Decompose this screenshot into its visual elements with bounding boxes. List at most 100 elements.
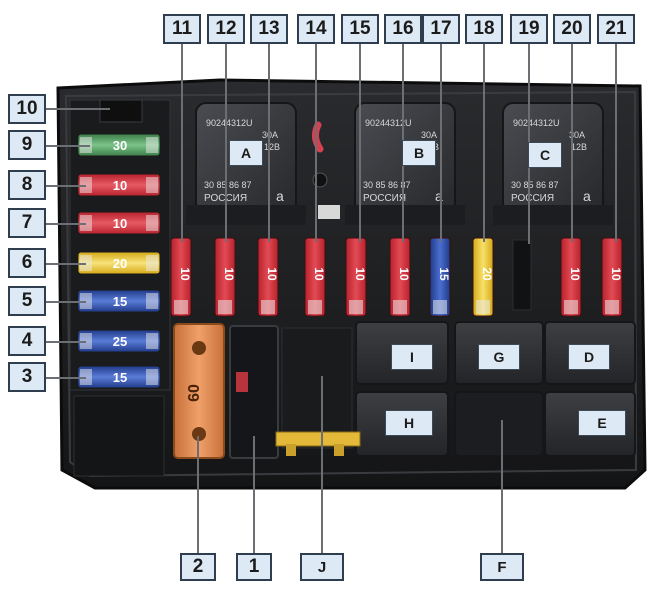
label-15: 15 <box>341 14 379 44</box>
relay-amp-rating: 30A <box>421 130 437 140</box>
label-18: 18 <box>465 14 503 44</box>
fuse-6-shape: 20 <box>77 251 161 275</box>
upper-slot-10 <box>99 99 143 123</box>
leader-7 <box>46 223 86 225</box>
leader-9 <box>46 145 90 147</box>
leader-2 <box>197 436 199 553</box>
leader-5 <box>46 301 86 303</box>
label-8: 8 <box>8 170 46 200</box>
leader-12 <box>225 44 227 242</box>
vertical-fuse-row: 10 10 10 10 10 10 15 20 10 10 <box>170 237 623 317</box>
leader-14 <box>315 44 317 242</box>
label-21: 21 <box>597 14 635 44</box>
label-12: 12 <box>207 14 245 44</box>
label-3: 3 <box>8 362 46 392</box>
label-16: 16 <box>384 14 422 44</box>
lower-left-cavity <box>73 395 165 477</box>
fuse-12-shape: 10 <box>214 237 236 317</box>
white-clip <box>318 205 340 219</box>
relay-mark: a <box>435 188 443 204</box>
label-j: J <box>300 553 344 581</box>
fuse-11-shape: 10 <box>170 237 192 317</box>
relay-pin-numbers: 30 85 86 87 <box>511 180 559 190</box>
label-6: 6 <box>8 248 46 278</box>
label-14: 14 <box>297 14 335 44</box>
relay-code: 12B <box>571 142 587 152</box>
fuse-16-rating: 10 <box>397 267 411 281</box>
fuse-6-rating: 20 <box>113 256 127 271</box>
leader-j <box>321 376 323 553</box>
label-17: 17 <box>422 14 460 44</box>
fuse-21-shape: 10 <box>601 237 623 317</box>
fuse-13-shape: 10 <box>257 237 279 317</box>
relay-mark: a <box>583 188 591 204</box>
leader-18 <box>483 44 485 242</box>
relay-origin: РОССИЯ <box>363 193 406 204</box>
fuse-21-rating: 10 <box>609 267 623 281</box>
leader-6 <box>46 263 86 265</box>
leader-13 <box>268 44 270 242</box>
label-11: 11 <box>163 14 201 44</box>
maxi-fuse-2-shape: 60 <box>173 323 225 459</box>
fuse-18-shape: 20 <box>472 237 494 317</box>
fuse-3-shape: 15 <box>77 365 161 389</box>
relay-mark: a <box>276 188 284 204</box>
label-f: F <box>480 553 524 581</box>
leader-15 <box>359 44 361 242</box>
relay-origin: РОССИЯ <box>511 193 554 204</box>
fuse-15-shape: 10 <box>345 237 367 317</box>
fuse-4-shape: 25 <box>77 329 161 353</box>
label-b: B <box>402 140 436 166</box>
fuse-17-rating: 15 <box>437 267 451 281</box>
label-4: 4 <box>8 326 46 356</box>
yellow-connector-bracket <box>275 431 361 447</box>
leader-1 <box>253 436 255 553</box>
label-1: 1 <box>236 553 272 581</box>
fuse-7-rating: 10 <box>113 216 127 231</box>
relay-pin-numbers: 30 85 86 87 <box>363 180 411 190</box>
fuse-18-rating: 20 <box>480 267 494 281</box>
label-13: 13 <box>250 14 288 44</box>
label-h: H <box>385 410 433 436</box>
connector-1-red-mark <box>236 372 248 392</box>
slot-f-shape <box>454 391 544 457</box>
fuse-13-rating: 10 <box>265 267 279 281</box>
label-5: 5 <box>8 286 46 316</box>
fuse-20-rating: 10 <box>568 267 582 281</box>
leader-21 <box>615 44 617 242</box>
leader-20 <box>571 44 573 242</box>
label-e: E <box>578 410 626 436</box>
fuse-11-rating: 10 <box>178 267 192 281</box>
leader-11 <box>181 44 183 242</box>
fuse-4-rating: 25 <box>113 334 127 349</box>
fuse-8-rating: 10 <box>113 178 127 193</box>
relay-code: 12B <box>264 142 280 152</box>
fuse-20-shape: 10 <box>560 237 582 317</box>
relay-part-number: 90244312U <box>513 118 560 128</box>
fuse-14-shape: 10 <box>304 237 326 317</box>
label-19: 19 <box>510 14 548 44</box>
fuse-7-shape: 10 <box>77 211 161 235</box>
fuse-16-shape: 10 <box>389 237 411 317</box>
relay-amp-rating: 30A <box>569 130 585 140</box>
label-c: C <box>528 142 562 168</box>
fuse-8-shape: 10 <box>77 173 161 197</box>
label-20: 20 <box>553 14 591 44</box>
relay-c-printed-text: 90244312U 30A 12B 30 85 86 87 РОССИЯ a <box>511 118 591 204</box>
label-9: 9 <box>8 130 46 160</box>
label-g: G <box>478 344 520 370</box>
relay-amp-rating: 30A <box>262 130 278 140</box>
fuse-9-rating: 30 <box>113 138 127 153</box>
fuse-12-rating: 10 <box>222 267 236 281</box>
label-7: 7 <box>8 208 46 238</box>
fuse-5-shape: 15 <box>77 289 161 313</box>
label-2: 2 <box>180 553 216 581</box>
maxi-fuse-rating: 60 <box>186 384 203 402</box>
fuse-15-rating: 10 <box>353 267 367 281</box>
leader-17 <box>440 44 442 242</box>
label-i: I <box>391 344 433 370</box>
slot-19-shape <box>512 239 532 311</box>
slot-j-shape <box>281 327 353 449</box>
